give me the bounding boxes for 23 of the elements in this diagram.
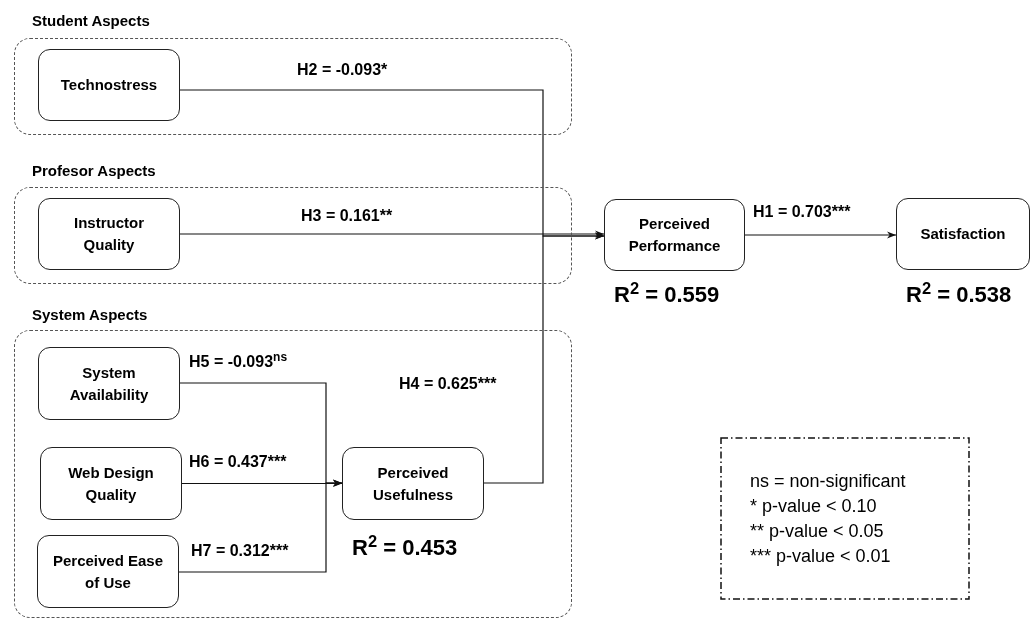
r-squared-value: R$^{2}$ = 0.538 xyxy=(906,284,1012,306)
legend-text: * p-value < 0.10 xyxy=(750,494,878,518)
r-squared-value: R$^{2}$ = 0.559 xyxy=(614,284,720,306)
construct-box: Perceived Ease of Use xyxy=(37,535,179,608)
legend-text: ** p-value < 0.05 xyxy=(750,519,885,543)
group-heading: Profesor Aspects xyxy=(32,161,156,181)
construct-box: Perceived Performance xyxy=(604,199,745,271)
path-arrow xyxy=(744,231,897,239)
group-heading: Student Aspects xyxy=(32,11,150,31)
significance-legend-box xyxy=(720,437,970,600)
construct-box: Instructor Quality xyxy=(38,198,180,270)
group-heading: System Aspects xyxy=(32,305,148,325)
construct-box: System Availability xyxy=(38,347,180,420)
construct-box: Satisfaction xyxy=(896,198,1030,270)
path-arrow xyxy=(178,479,343,573)
legend-text: ns = non-significant xyxy=(750,469,907,493)
construct-box: Perceived Usefulness xyxy=(342,447,484,520)
construct-box: Technostress xyxy=(38,49,180,121)
path-arrow xyxy=(179,230,605,238)
path-arrow xyxy=(483,232,605,484)
r-squared-value: R$^{2}$ = 0.453 xyxy=(352,537,458,559)
construct-box: Web Design Quality xyxy=(40,447,182,520)
legend-text: *** p-value < 0.01 xyxy=(750,544,892,568)
